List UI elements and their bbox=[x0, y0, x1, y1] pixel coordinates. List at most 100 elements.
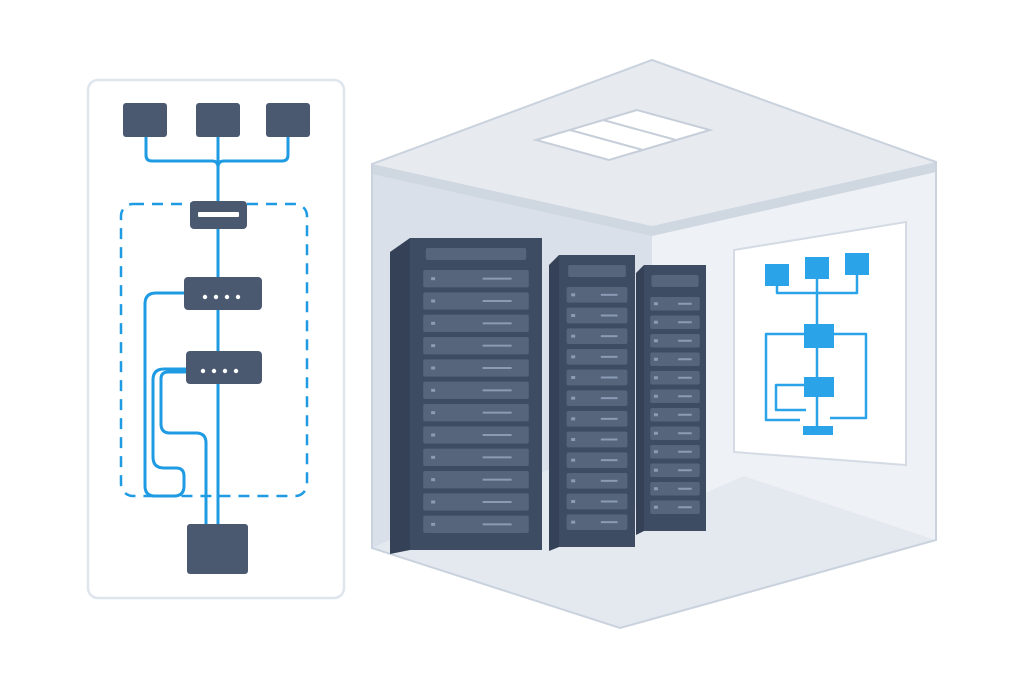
rack-unit-handle bbox=[482, 367, 512, 369]
rack-unit-handle bbox=[600, 376, 618, 379]
rack-unit-led bbox=[571, 396, 576, 400]
rack-unit-handle bbox=[482, 434, 512, 436]
server-rack bbox=[549, 255, 635, 551]
switch-icon bbox=[186, 351, 262, 384]
rack-unit-led bbox=[571, 314, 576, 317]
rack-unit-handle bbox=[678, 432, 692, 435]
rack-unit bbox=[566, 411, 628, 427]
rack-unit-led bbox=[653, 468, 658, 472]
rack-side bbox=[549, 255, 559, 551]
rack-unit-handle bbox=[678, 506, 692, 509]
rack-unit bbox=[566, 452, 628, 468]
rack-unit bbox=[423, 404, 529, 422]
server-rack bbox=[636, 265, 706, 535]
rack-unit-led bbox=[431, 277, 436, 281]
switch-icon bbox=[190, 201, 247, 229]
rack-unit bbox=[566, 328, 628, 344]
rack-unit-handle bbox=[678, 450, 692, 453]
rack-unit-handle bbox=[600, 500, 618, 503]
rack-unit-led bbox=[653, 487, 658, 491]
rack-unit-led bbox=[653, 431, 658, 435]
rack-top-vent bbox=[568, 265, 626, 277]
rack-unit-handle bbox=[678, 469, 692, 472]
device-icon bbox=[266, 103, 310, 137]
rack-unit-handle bbox=[482, 344, 512, 347]
whiteboard-node bbox=[804, 324, 834, 348]
rack-unit-led bbox=[653, 302, 658, 306]
rack-unit-led bbox=[431, 321, 436, 325]
rack-top-vent bbox=[425, 248, 527, 260]
rack-unit-led bbox=[431, 433, 436, 437]
rack-unit bbox=[423, 381, 529, 399]
rack-unit bbox=[650, 500, 700, 514]
rack-unit-handle bbox=[678, 321, 692, 324]
rack-unit-led bbox=[431, 500, 436, 504]
wall-network-diagram bbox=[733, 220, 907, 467]
rack-unit-handle bbox=[678, 339, 692, 342]
rack-unit bbox=[650, 463, 700, 477]
rack-unit-led bbox=[571, 458, 576, 462]
rack-unit bbox=[566, 307, 628, 324]
rack-unit-handle bbox=[678, 395, 692, 398]
rack-unit-handle bbox=[482, 523, 512, 526]
rack-unit bbox=[650, 445, 700, 459]
ceiling-light bbox=[532, 108, 714, 162]
rack-unit-led bbox=[653, 320, 658, 324]
rack-unit-led bbox=[571, 334, 576, 338]
rack-unit-handle bbox=[678, 376, 692, 379]
rack-unit-led bbox=[431, 411, 436, 415]
device-icon bbox=[187, 524, 248, 574]
diagram-panel-border bbox=[86, 78, 346, 600]
link-loop-outer bbox=[143, 291, 188, 498]
rack-unit-handle bbox=[600, 397, 618, 400]
switch-icon bbox=[184, 277, 262, 310]
rack-unit bbox=[423, 337, 529, 355]
rack-unit-handle bbox=[678, 413, 692, 416]
rack-unit bbox=[650, 297, 700, 311]
rack-unit-handle bbox=[482, 389, 512, 392]
rack-unit-led bbox=[571, 355, 576, 359]
rack-unit-led bbox=[653, 339, 658, 343]
whiteboard-node bbox=[803, 426, 833, 435]
device-icon bbox=[196, 103, 240, 137]
rack-side bbox=[390, 238, 410, 554]
rack-unit bbox=[423, 314, 529, 332]
rack-unit bbox=[566, 514, 628, 530]
rack-unit bbox=[423, 359, 529, 377]
rack-unit-handle bbox=[678, 487, 692, 490]
rack-unit-led bbox=[653, 450, 658, 454]
rack-unit-handle bbox=[600, 521, 618, 524]
rack-unit-led bbox=[653, 413, 658, 417]
room-outline bbox=[371, 58, 937, 630]
rack-unit-led bbox=[571, 520, 576, 524]
rack-unit bbox=[566, 493, 628, 510]
whiteboard-node bbox=[804, 377, 834, 397]
rack-unit-handle bbox=[678, 358, 692, 361]
rack-unit-handle bbox=[678, 302, 692, 305]
rack-unit bbox=[650, 315, 700, 329]
rack-unit-led bbox=[571, 376, 576, 379]
rack-unit bbox=[566, 369, 628, 386]
rack-unit bbox=[566, 349, 628, 365]
device-icon bbox=[123, 103, 167, 137]
rack-unit-led bbox=[431, 522, 436, 526]
diagram-connections bbox=[143, 134, 290, 526]
rack-unit-handle bbox=[600, 293, 618, 296]
rack-unit bbox=[650, 352, 700, 366]
rack-unit bbox=[650, 426, 700, 440]
rack-unit-handle bbox=[600, 459, 618, 462]
rack-unit bbox=[423, 270, 529, 288]
rack-top-vent bbox=[651, 275, 699, 287]
rack-unit-handle bbox=[600, 314, 618, 317]
rack-unit-led bbox=[571, 438, 576, 441]
rack-unit bbox=[423, 515, 529, 533]
rack-unit-led bbox=[431, 455, 436, 459]
rack-unit-led bbox=[431, 344, 436, 348]
rack-unit-handle bbox=[482, 277, 512, 280]
rack-unit bbox=[566, 431, 628, 448]
rack-unit-led bbox=[653, 394, 658, 398]
diagram-devices bbox=[123, 103, 310, 574]
rack-unit-led bbox=[571, 417, 576, 421]
